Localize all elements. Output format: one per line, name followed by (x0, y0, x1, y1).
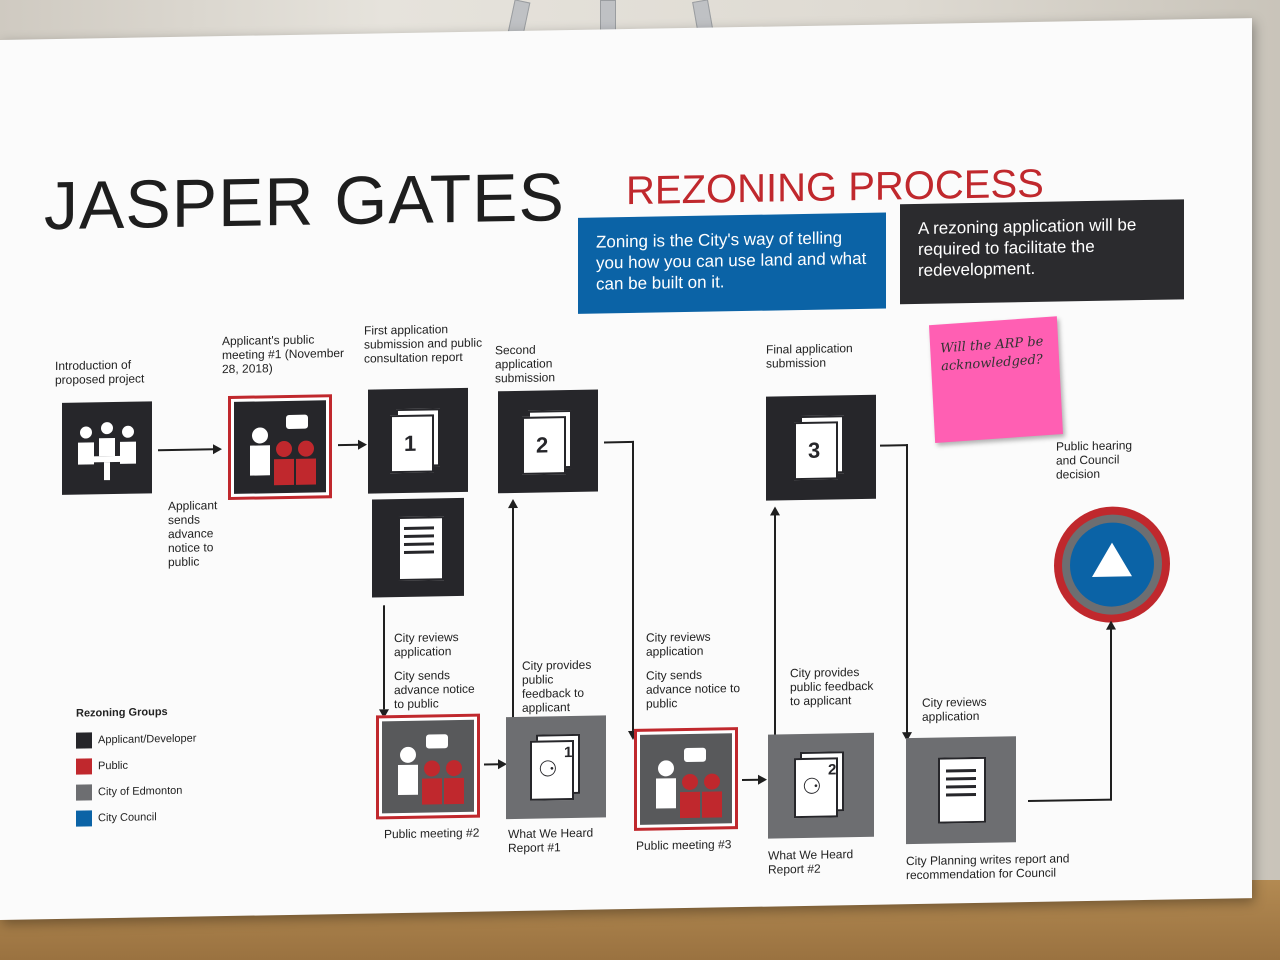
legend-swatch (76, 732, 92, 749)
intro-meeting-tile (62, 401, 152, 495)
city-reviews-label-2: City reviews application (646, 629, 711, 659)
legend-item: City Council (76, 808, 236, 827)
legend-title: Rezoning Groups (76, 706, 168, 720)
arrow-wwh2-up (774, 514, 776, 735)
public-meeting3-label: Public meeting #3 (636, 837, 732, 853)
legend-item: Applicant/Developer (76, 730, 236, 749)
zoning-definition-box: Zoning is the City's way of telling you … (578, 212, 886, 314)
first-submission-tile: 1 (368, 387, 468, 494)
arrow-to-council-up (1110, 628, 1112, 801)
arrow-meeting1-to-first (338, 439, 367, 450)
triangle-icon (1092, 542, 1132, 577)
step-label-public-hearing: Public hearing and Council decision (1056, 438, 1133, 482)
arrow-first-down (383, 605, 385, 710)
meeting-table-icon (78, 422, 136, 481)
legend-swatch (76, 784, 92, 801)
poster-board: JASPER GATES REZONING PROCESS Zoning is … (0, 18, 1252, 921)
sticky-note: Will the ARP be acknowledged? (928, 316, 1064, 443)
rezoning-note-box: A rezoning application will be required … (900, 199, 1184, 305)
legend-swatch (76, 758, 92, 775)
arrow-second-down (632, 440, 634, 731)
wwh2-tile: ⚆ 2 (768, 732, 874, 839)
city-sends-label-2: City sends advance notice to public (646, 667, 741, 711)
public-meeting1-tile (228, 394, 332, 501)
rezoning-note-text: A rezoning application will be required … (918, 215, 1137, 280)
legend: Rezoning Groups Applicant/Developer Publ… (76, 704, 236, 827)
public-meeting2-label: Public meeting #2 (384, 825, 480, 842)
wwh1-number: 1 (564, 744, 573, 762)
doc-number-2: 2 (536, 432, 549, 458)
step-label-final-submission: Final application submission (766, 341, 853, 371)
arrow-wwh1-up (512, 507, 514, 724)
wwh2-number: 2 (828, 761, 837, 779)
step-label-first-submission: First application submission and public … (364, 322, 483, 366)
report-lines-icon (946, 768, 976, 797)
report-lines-icon (404, 526, 434, 554)
doc-number-3: 3 (808, 437, 821, 463)
legend-item: Public (76, 756, 236, 775)
public-meeting3-tile (634, 727, 738, 831)
zoning-definition-text: Zoning is the City's way of telling you … (596, 228, 867, 294)
arrow-second-right (604, 440, 634, 444)
people-group-icon (656, 747, 722, 819)
second-submission-tile: 2 (498, 389, 598, 494)
advance-notice-label: Applicant sends advance notice to public (168, 498, 218, 570)
step-label-intro: Introduction of proposed project (55, 357, 145, 388)
arrow-final-down (906, 444, 908, 735)
city-provides-label-1: City provides public feedback to applica… (522, 657, 592, 715)
step-label-meeting1: Applicant's public meeting #1 (November … (222, 332, 345, 377)
city-provides-label-2: City provides public feedback to applica… (790, 664, 874, 709)
consultation-report-tile (372, 497, 464, 598)
step-label-second-submission: Second application submission (495, 342, 556, 386)
city-reviews-label-1: City reviews application (394, 629, 459, 660)
ear-icon: ⚆ (802, 773, 822, 800)
arrow-final-right (880, 444, 908, 447)
doc-number-1: 1 (404, 430, 417, 456)
council-decision-tile (1054, 505, 1170, 624)
arrow-planning-right (1028, 798, 1112, 803)
legend-item: City of Edmonton (76, 782, 236, 801)
arrow-intro-to-meeting1 (158, 444, 222, 455)
final-submission-tile: 3 (766, 394, 876, 501)
wwh1-tile: ⚆ 1 (506, 715, 606, 820)
poster-title: JASPER GATES (44, 159, 565, 245)
public-meeting2-tile (376, 713, 480, 820)
people-group-icon (250, 414, 316, 486)
legend-swatch (76, 810, 92, 827)
planning-report-label: City Planning writes report and recommen… (906, 851, 1070, 883)
sticky-note-text: Will the ARP be acknowledged? (939, 334, 1044, 375)
people-group-icon (398, 734, 464, 805)
city-sends-label-1: City sends advance notice to public (394, 668, 475, 712)
ear-icon: ⚆ (538, 756, 558, 782)
wwh1-label: What We Heard Report #1 (508, 825, 594, 856)
planning-report-tile (906, 736, 1016, 845)
wwh2-label: What We Heard Report #2 (768, 847, 854, 877)
city-reviews-label-3: City reviews application (922, 694, 987, 724)
